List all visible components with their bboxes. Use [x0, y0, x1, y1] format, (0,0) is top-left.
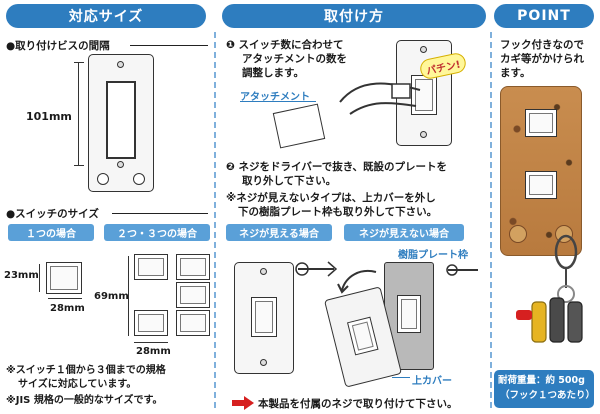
wood-switch-bottom — [525, 171, 557, 199]
hook-knob-left — [509, 225, 527, 243]
single-width-dim — [48, 298, 82, 299]
pill-screw-visible: ネジが見える場合 — [226, 224, 332, 241]
switch-plate-diagram — [88, 54, 154, 192]
step1-line1: ❶ スイッチ数に合わせて — [226, 39, 344, 51]
screw-bottom — [117, 161, 124, 168]
top-cover-switch — [347, 316, 379, 356]
load-capacity-box: 耐荷重量：約 500g （フック１つあたり） — [494, 370, 596, 408]
step2-note-line2: 下の樹脂プレート枠も取り外して下さい。 — [238, 206, 438, 218]
single-width-label: 28mm — [50, 303, 85, 314]
multi-switch-b2 — [176, 282, 210, 308]
column-divider-right — [490, 32, 492, 408]
step1-screw-bottom — [420, 131, 427, 138]
screwdriver-icon — [295, 261, 338, 277]
attachment-piece — [272, 103, 326, 149]
multi-height-dim — [128, 256, 129, 336]
top-cover-label: 上カバー — [412, 376, 452, 387]
dimension-tick-bottom — [74, 165, 84, 166]
step2-line1: ❷ ネジをドライバーで抜き、既設のプレートを — [226, 161, 447, 173]
point-line1: フック付きなので — [500, 39, 584, 51]
attachment-pointer — [240, 101, 316, 102]
single-height-label: 23mm — [4, 270, 39, 281]
red-arrow-icon — [232, 396, 254, 410]
visible-screw-top — [260, 268, 267, 275]
header-install: 取付け方 — [222, 4, 486, 28]
final-install-note: 本製品を付属のネジで取り付けて下さい。 — [258, 398, 458, 410]
resin-frame-switch — [397, 295, 421, 333]
note-standard-1: ※スイッチ１個から３個までの規格 — [6, 365, 166, 376]
multi-width-label: 28mm — [136, 346, 171, 357]
column-divider-left — [214, 32, 216, 408]
dimension-tick-top — [74, 62, 84, 63]
pill-screw-hidden: ネジが見えない場合 — [344, 224, 464, 241]
pill-single-case: １つの場合 — [8, 224, 94, 241]
resin-frame-label: 樹脂プレート枠 — [398, 250, 468, 261]
visible-screw-plate — [234, 262, 294, 374]
point-line2: カギ等がかけられ — [500, 53, 584, 65]
section-rule-2 — [112, 213, 208, 214]
visible-switch — [251, 297, 277, 337]
section-rule — [130, 45, 208, 46]
hole-right — [133, 173, 145, 185]
dimension-line-101 — [78, 62, 79, 166]
header-point: POINT — [494, 4, 594, 28]
switch-size-title: ●スイッチのサイズ — [6, 208, 99, 220]
load-line2: （フック１つあたり） — [500, 390, 596, 401]
top-cover-pointer — [392, 377, 410, 378]
step1-line2: アタッチメントの数を — [242, 53, 347, 65]
screw-spacing-title: ●取り付けビスの間隔 — [6, 40, 110, 52]
hole-left — [97, 173, 109, 185]
wood-switch-top — [525, 109, 557, 137]
single-switch-diagram — [46, 262, 82, 294]
screw-spacing-value: 101mm — [26, 110, 72, 123]
multi-switch-b1 — [176, 254, 210, 280]
step1-line3: 調整します。 — [242, 67, 304, 79]
wooden-switch-plate — [500, 86, 582, 256]
note-jis: ※JIS 規格の一般的なサイズです。 — [6, 395, 163, 406]
step2-line2: 取り外して下さい。 — [242, 175, 337, 187]
multi-width-dim — [134, 342, 168, 343]
point-line3: ます。 — [500, 67, 531, 79]
step2-note-line1: ※ネジが見えないタイプは、上カバーを外し — [226, 192, 436, 204]
screwdriver-icon-2 — [446, 264, 478, 276]
single-height-dim — [39, 264, 40, 292]
note-standard-2: サイズに対応しています。 — [18, 379, 137, 390]
visible-screw-bottom — [260, 359, 267, 366]
pill-multi-case: ２つ・３つの場合 — [104, 224, 210, 241]
keys-illustration — [516, 234, 583, 343]
load-line1: 耐荷重量：約 500g — [498, 375, 585, 386]
attachment-label: アタッチメント — [240, 92, 310, 103]
step1-screw-top — [420, 46, 427, 53]
multi-switch-a2 — [134, 310, 168, 336]
screw-top — [117, 61, 124, 68]
multi-height-label: 69mm — [94, 291, 129, 302]
switch-opening — [106, 81, 136, 159]
header-sizes: 対応サイズ — [6, 4, 206, 28]
multi-switch-b3 — [176, 310, 210, 336]
remove-arrow-icon — [337, 270, 377, 294]
multi-switch-a1 — [134, 254, 168, 280]
hand-attach-illustration — [339, 82, 421, 115]
